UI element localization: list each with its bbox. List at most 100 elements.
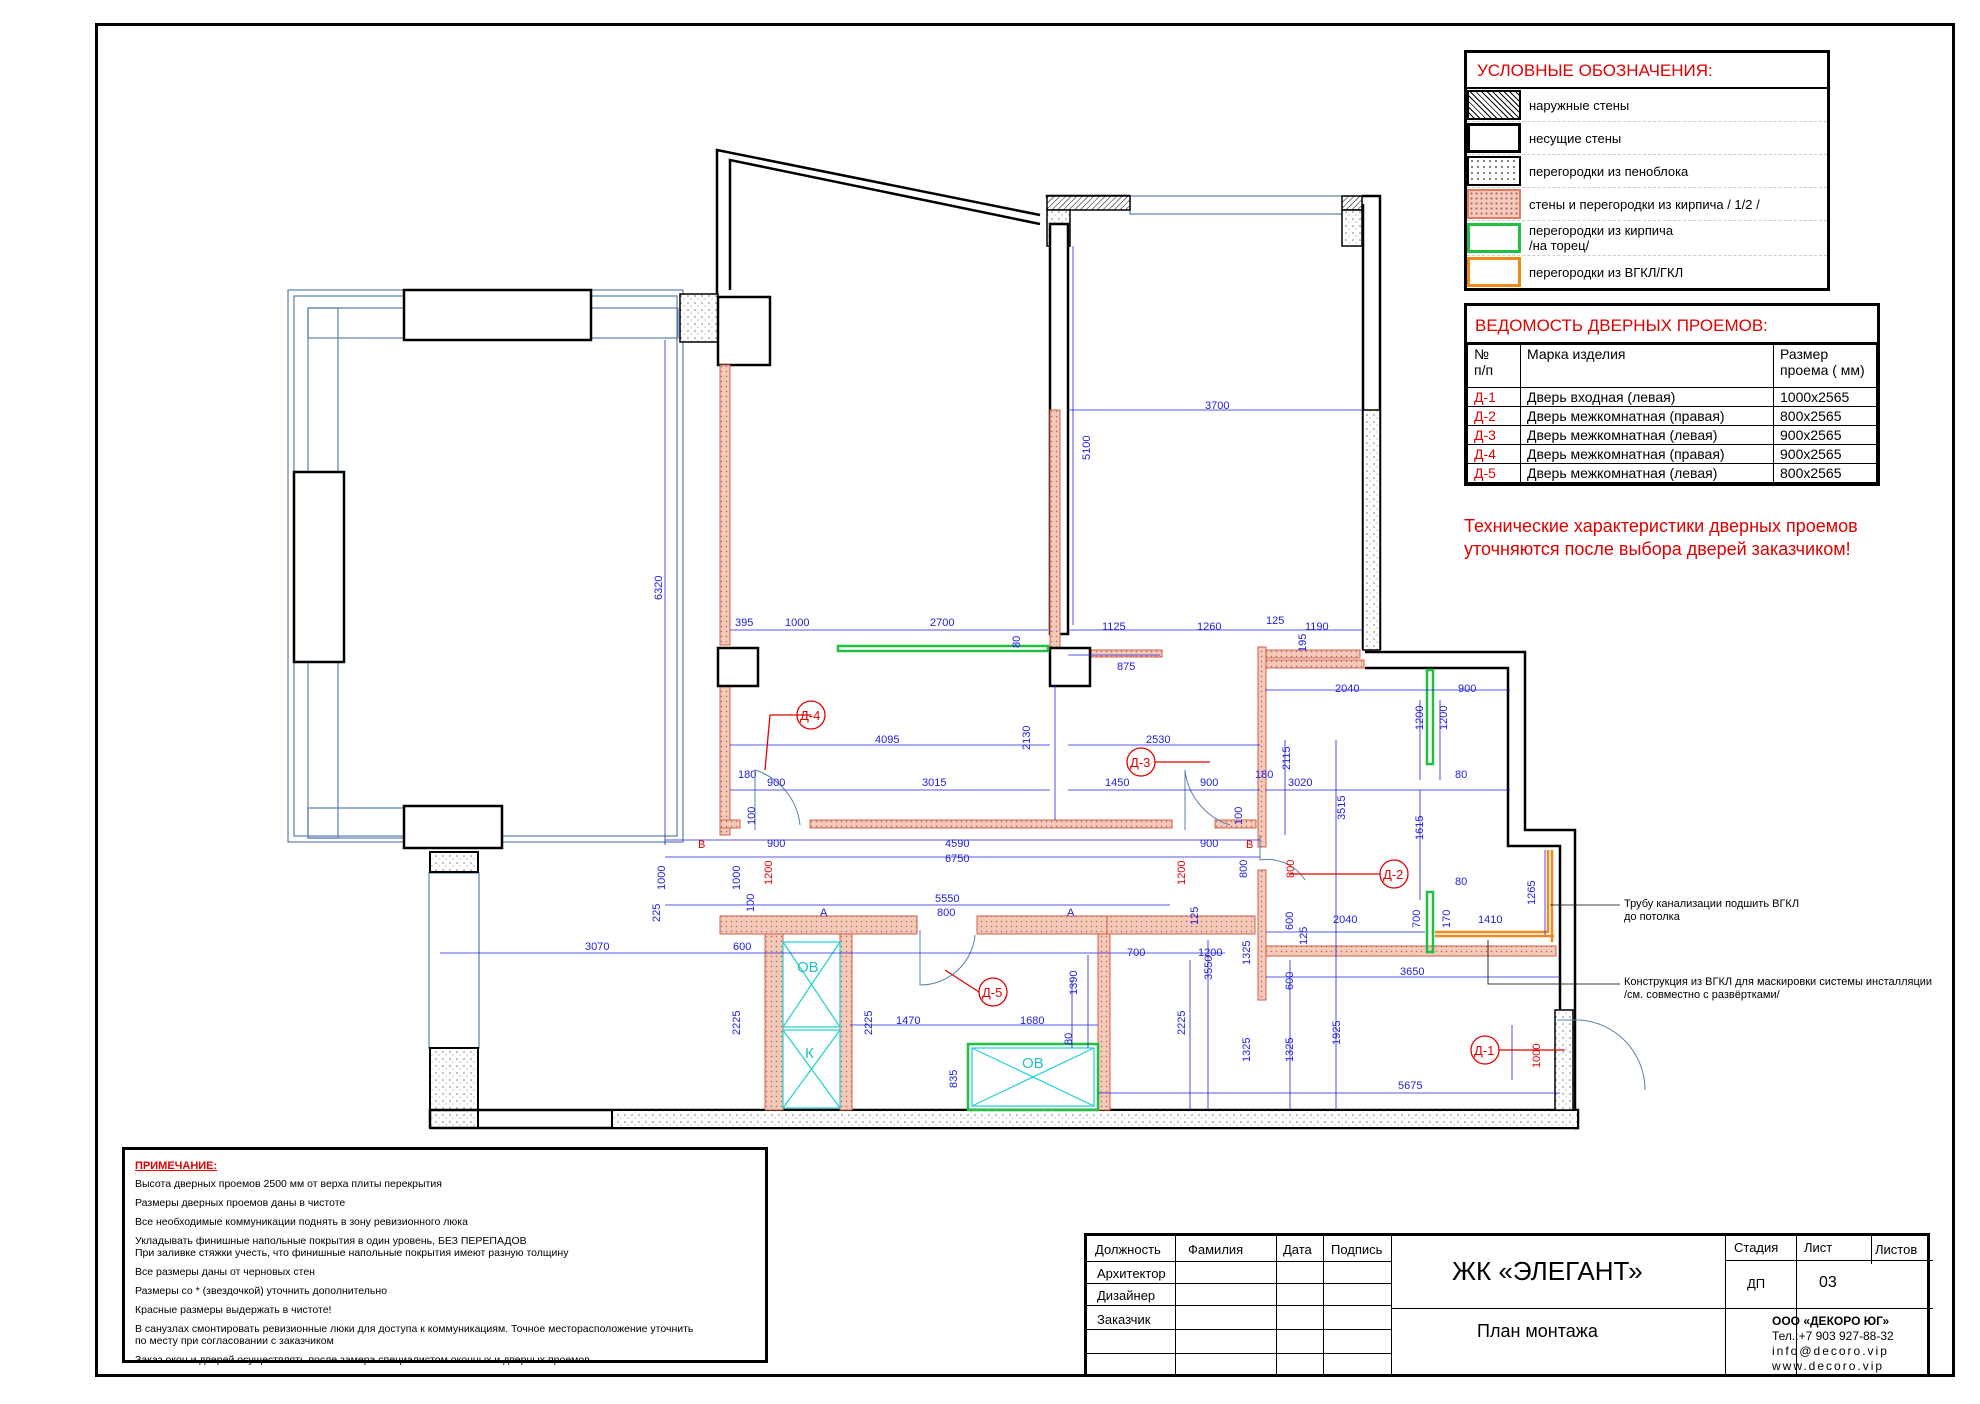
svg-text:А: А xyxy=(1067,907,1075,919)
svg-text:1000: 1000 xyxy=(1531,1044,1543,1068)
legend-item: перегородки из ВГКЛ/ГКЛ xyxy=(1467,256,1827,288)
svg-text:1470: 1470 xyxy=(896,1015,920,1027)
svg-text:125: 125 xyxy=(1298,927,1310,945)
svg-text:3020: 3020 xyxy=(1288,777,1312,789)
svg-text:3650: 3650 xyxy=(1400,966,1424,978)
svg-text:180: 180 xyxy=(738,769,756,781)
legend-item: стены и перегородки из кирпича / 1/2 / xyxy=(1467,188,1827,221)
svg-text:3550: 3550 xyxy=(1203,956,1215,980)
window-top xyxy=(1129,195,1363,215)
svg-text:А: А xyxy=(820,907,828,919)
svg-text:2530: 2530 xyxy=(1146,734,1170,746)
window xyxy=(428,872,480,1049)
svg-text:835: 835 xyxy=(948,1070,960,1088)
legend: УСЛОВНЫЕ ОБОЗНАЧЕНИЯ: наружные стены нес… xyxy=(1464,50,1830,291)
dimension-lines xyxy=(440,246,1560,1110)
svg-text:900: 900 xyxy=(767,777,785,789)
svg-text:170: 170 xyxy=(1441,910,1453,928)
callout-gkl: Конструкция из ВГКЛ для маскировки систе… xyxy=(1624,976,1933,1001)
project-title: ЖК «ЭЛЕГАНТ» xyxy=(1452,1256,1643,1286)
svg-text:1200: 1200 xyxy=(1198,947,1222,959)
door-schedule: ВЕДОМОСТЬ ДВЕРНЫХ ПРОЕМОВ: № п/п Марка и… xyxy=(1464,303,1880,486)
svg-text:2225: 2225 xyxy=(863,1011,875,1035)
svg-text:3700: 3700 xyxy=(1205,400,1229,412)
svg-text:1200: 1200 xyxy=(1438,706,1450,730)
zone-label-k: К xyxy=(805,1045,814,1062)
exterior-wall-bottom xyxy=(611,1109,1579,1129)
door-tag-d1: Д-1 xyxy=(1474,1043,1494,1058)
note-item: Красные размеры выдержать в чистоте! xyxy=(135,1304,332,1316)
legend-item: наружные стены xyxy=(1467,89,1827,122)
svg-text:600: 600 xyxy=(1284,912,1296,930)
svg-text:1200: 1200 xyxy=(1176,861,1188,885)
svg-text:2040: 2040 xyxy=(1333,914,1357,926)
legend-item: несущие стены xyxy=(1467,122,1827,155)
svg-text:1390: 1390 xyxy=(1068,971,1080,995)
notes-title: ПРИМЕЧАНИЕ: xyxy=(135,1160,218,1172)
legend-title: УСЛОВНЫЕ ОБОЗНАЧЕНИЯ: xyxy=(1467,53,1827,89)
note-item: Все размеры даны от черновых стен xyxy=(135,1266,315,1278)
note-item: В санузлах смонтировать ревизионные люки… xyxy=(135,1323,694,1347)
wall-pier xyxy=(402,288,593,342)
title-block: Должность Фамилия Дата Подпись Архитекто… xyxy=(1084,1233,1933,1376)
svg-text:3015: 3015 xyxy=(922,777,946,789)
svg-text:225: 225 xyxy=(651,904,663,922)
swatch-brick xyxy=(1467,189,1521,219)
swatch-brick-end xyxy=(1467,223,1521,253)
svg-text:900: 900 xyxy=(1200,777,1218,789)
note-item: Высота дверных проемов 2500 мм от верха … xyxy=(135,1178,442,1190)
note-item: Все необходимые коммуникации поднять в з… xyxy=(135,1216,468,1228)
balcony-window xyxy=(287,289,684,843)
door-schedule-table: № п/п Марка изделия Размер проема ( мм) … xyxy=(1467,344,1877,483)
legend-item: перегородки из пеноблока xyxy=(1467,155,1827,188)
sheet-title: План монтажа xyxy=(1477,1321,1598,1341)
svg-text:900: 900 xyxy=(1458,683,1476,695)
svg-text:1615: 1615 xyxy=(1414,816,1426,840)
svg-text:875: 875 xyxy=(1117,661,1135,673)
svg-text:80: 80 xyxy=(1063,1033,1075,1045)
svg-text:2225: 2225 xyxy=(1176,1011,1188,1035)
svg-text:1325: 1325 xyxy=(1284,1038,1296,1062)
callout-pipe: Трубу канализации подшить ВГКЛ до потолк… xyxy=(1624,898,1800,923)
svg-text:1680: 1680 xyxy=(1020,1015,1044,1027)
svg-text:В: В xyxy=(698,839,705,851)
svg-text:100: 100 xyxy=(746,807,758,825)
svg-text:800: 800 xyxy=(1285,860,1297,878)
shaft-zones xyxy=(782,941,1095,1109)
swatch-gkl xyxy=(1467,257,1521,287)
callout-leaders xyxy=(1487,904,1620,985)
svg-text:6750: 6750 xyxy=(945,853,969,865)
svg-text:195: 195 xyxy=(1297,634,1309,652)
svg-text:80: 80 xyxy=(1011,636,1023,648)
svg-text:2225: 2225 xyxy=(731,1011,743,1035)
svg-text:5100: 5100 xyxy=(1081,436,1093,460)
svg-text:1200: 1200 xyxy=(1414,706,1426,730)
notes-box: ПРИМЕЧАНИЕ: Высота дверных проемов 2500 … xyxy=(122,1147,768,1366)
door-tag-d5: Д-5 xyxy=(982,985,1002,1000)
note-item: Размеры дверных проемов даны в чистоте xyxy=(135,1197,346,1209)
svg-text:4590: 4590 xyxy=(945,838,969,850)
door-tag-d2: Д-2 xyxy=(1383,867,1403,882)
zone-label-ov: ОВ xyxy=(797,959,819,976)
svg-text:1410: 1410 xyxy=(1478,914,1502,926)
svg-text:1000: 1000 xyxy=(656,866,668,890)
svg-text:125: 125 xyxy=(1266,615,1284,627)
svg-text:395: 395 xyxy=(735,617,753,629)
door-tag-d3: Д-3 xyxy=(1130,755,1150,770)
svg-text:700: 700 xyxy=(1411,910,1423,928)
svg-text:100: 100 xyxy=(1233,807,1245,825)
svg-text:80: 80 xyxy=(1455,769,1467,781)
svg-text:1200: 1200 xyxy=(763,861,775,885)
swatch-bearing xyxy=(1467,123,1521,153)
door-swings xyxy=(754,769,1646,1091)
svg-text:4095: 4095 xyxy=(875,734,899,746)
svg-text:2130: 2130 xyxy=(1021,726,1033,750)
svg-text:1190: 1190 xyxy=(1305,621,1329,633)
svg-text:1260: 1260 xyxy=(1197,621,1221,633)
svg-text:3070: 3070 xyxy=(585,941,609,953)
